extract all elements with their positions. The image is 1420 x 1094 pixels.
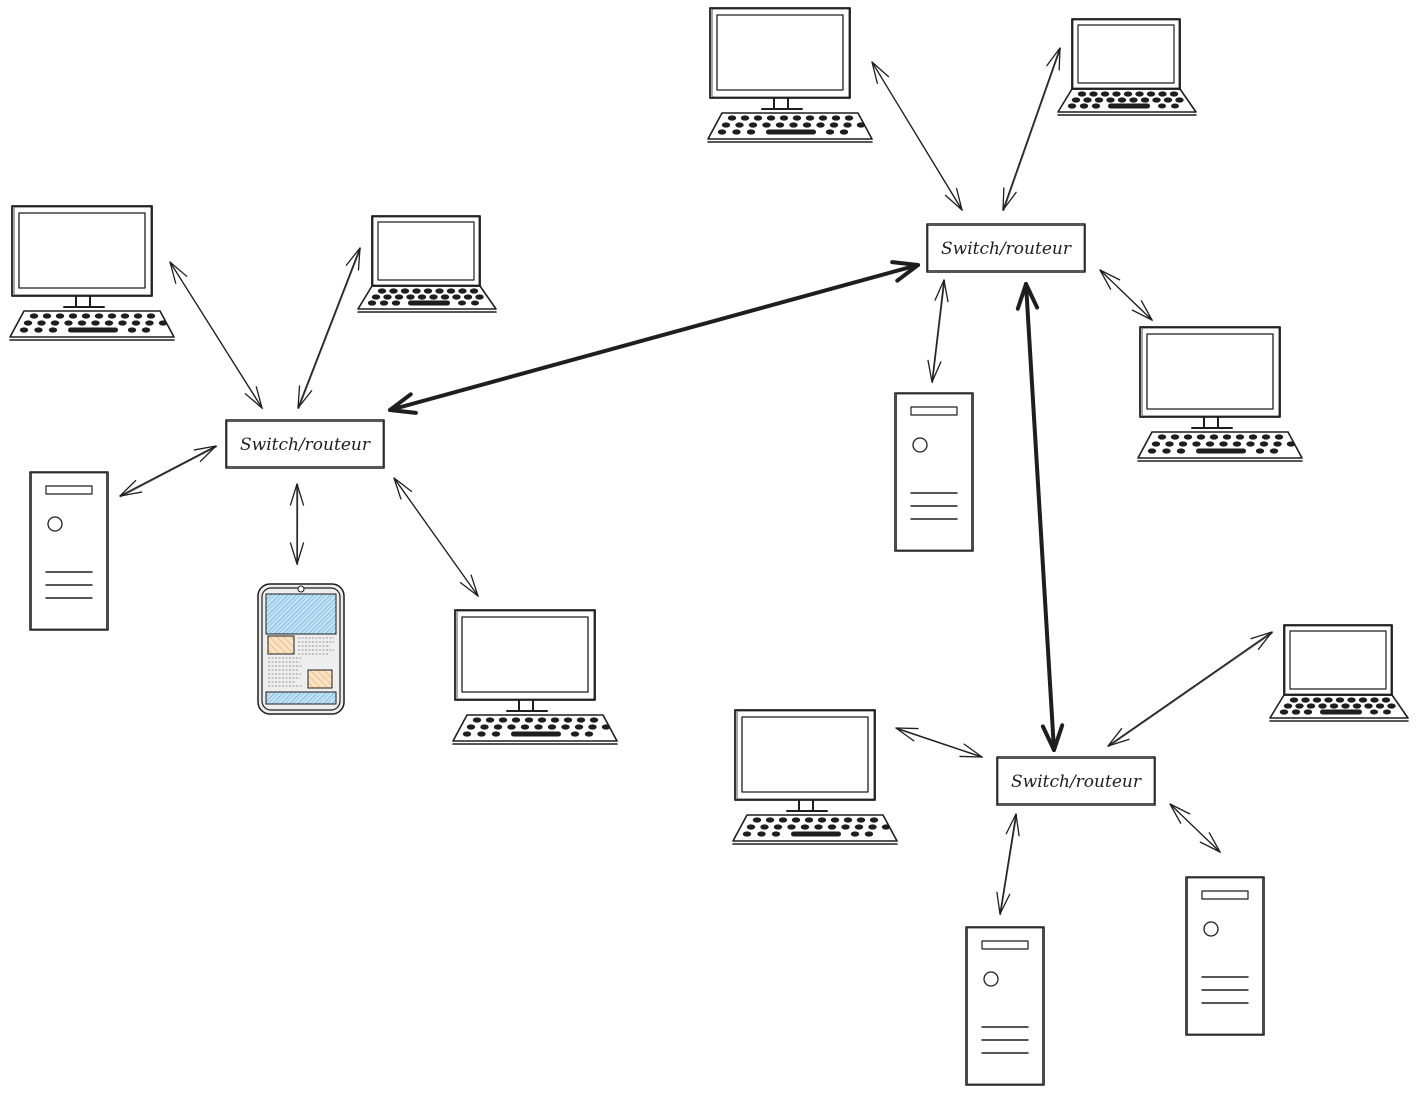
link-sw3-d12 [996, 813, 1020, 916]
desktop-computer-icon [732, 709, 898, 845]
link-sw3-d11 [1107, 631, 1273, 747]
link-sw1-d3 [119, 445, 218, 498]
link-sw2-d8 [927, 279, 949, 384]
link-sw2-d6 [871, 61, 964, 212]
smartphone-icon [257, 583, 345, 715]
link-sw3-d10 [895, 727, 984, 758]
desktop-computer-icon [1137, 326, 1303, 462]
trunk-link-sw2-sw3 [1015, 282, 1065, 752]
server-tower-icon [1185, 876, 1265, 1036]
link-sw1-d4 [289, 483, 305, 566]
switch-router-box: Switch/routeur [225, 419, 385, 469]
laptop-icon [357, 215, 497, 313]
link-sw2-d9 [1099, 269, 1153, 322]
devices-layer: Switch/routeurSwitch/routeurSwitch/route… [9, 7, 1409, 1086]
switch-router-box: Switch/routeur [996, 756, 1156, 806]
server-tower-icon [29, 471, 109, 631]
switch-label: Switch/routeur [240, 435, 371, 455]
desktop-computer-icon [452, 609, 618, 745]
server-tower-icon [965, 926, 1045, 1086]
server-tower-icon [894, 392, 974, 552]
switch-label: Switch/routeur [941, 239, 1072, 259]
link-sw1-d2 [297, 247, 362, 410]
link-sw1-d1 [169, 261, 264, 410]
switch-router-box: Switch/routeur [926, 223, 1086, 273]
link-sw1-d5 [393, 477, 480, 598]
laptop-icon [1057, 18, 1197, 116]
desktop-computer-icon [9, 205, 175, 341]
desktop-computer-icon [707, 7, 873, 143]
switch-label: Switch/routeur [1011, 772, 1142, 792]
laptop-icon [1269, 624, 1409, 722]
link-sw2-d7 [1002, 47, 1061, 212]
trunk-link-sw1-sw2 [388, 260, 920, 415]
link-sw3-d13 [1169, 803, 1221, 854]
connections-layer [119, 47, 1273, 916]
